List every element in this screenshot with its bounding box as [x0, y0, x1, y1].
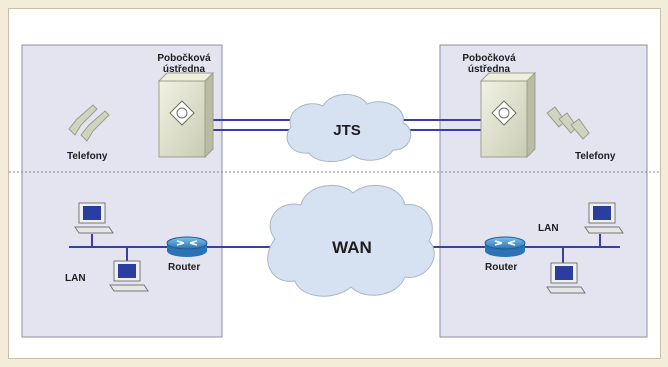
left-router-icon: [166, 236, 208, 257]
diagram-frame: JTS WAN Pobočková ústředna Telefony Pobo…: [8, 8, 661, 359]
left-phones-label: Telefony: [67, 151, 108, 162]
left-phones-icon: [68, 104, 110, 142]
jts-cloud: JTS: [286, 94, 412, 162]
right-pbx-label-line2: ústředna: [468, 64, 511, 75]
right-pbx-icon: [479, 71, 537, 159]
left-pc-icon: [109, 260, 149, 292]
left-pc-icon: [74, 202, 114, 234]
right-site-box: [439, 44, 648, 338]
right-pc-icon: [546, 262, 586, 294]
right-pc-icon: [584, 202, 624, 234]
right-router-label: Router: [485, 262, 517, 273]
right-phones-icon: [546, 106, 590, 140]
right-lan-label: LAN: [538, 223, 559, 234]
wan-cloud: WAN: [267, 184, 435, 297]
right-phones-label: Telefony: [575, 151, 616, 162]
left-pbx-label-line2: ústředna: [163, 64, 206, 75]
left-pbx-icon: [157, 71, 215, 159]
jts-cloud-label: JTS: [333, 122, 361, 139]
network-diagram: JTS WAN Pobočková ústředna Telefony Pobo…: [9, 44, 660, 338]
left-pbx-label-line1: Pobočková: [157, 53, 211, 64]
wan-cloud-label: WAN: [332, 238, 372, 257]
left-router-label: Router: [168, 262, 200, 273]
left-lan-label: LAN: [65, 273, 86, 284]
right-pbx-label-line1: Pobočková: [462, 53, 516, 64]
right-router-icon: [484, 236, 526, 257]
